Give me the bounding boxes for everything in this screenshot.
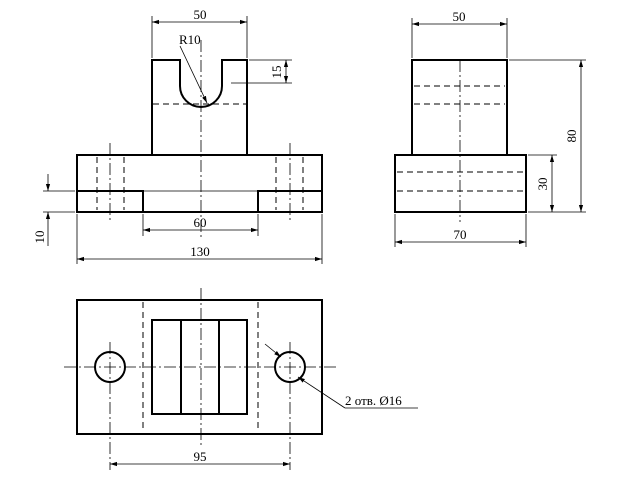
front-radius-leader xyxy=(179,45,208,104)
side-dim-base-width: 70 xyxy=(454,227,467,242)
front-view: 50 R10 15 10 60 130 xyxy=(32,7,323,264)
front-dim-total-width: 130 xyxy=(190,244,210,259)
side-dim-base-height: 30 xyxy=(535,178,550,191)
plan-dim-hole-spacing: 95 xyxy=(194,449,207,464)
side-dim-total-height: 80 xyxy=(564,130,579,143)
front-base-outline xyxy=(76,154,323,213)
front-dim-channel-width: 60 xyxy=(194,215,207,230)
front-dim-radius: R10 xyxy=(179,32,201,47)
front-dim-slot-depth: 15 xyxy=(269,66,284,79)
front-dim-top-width: 50 xyxy=(194,7,207,22)
plan-hole-leader-inner xyxy=(264,343,282,358)
plan-hole-note: 2 отв. Ø16 xyxy=(345,393,402,408)
front-dim-step: 10 xyxy=(32,231,47,244)
plan-view: 2 отв. Ø16 95 xyxy=(64,288,418,470)
side-view: 50 80 30 70 xyxy=(394,9,586,247)
side-dim-top-width: 50 xyxy=(453,9,466,24)
side-upright-outline xyxy=(411,59,508,156)
front-upright-outline xyxy=(151,59,248,155)
side-base-outline xyxy=(394,154,527,213)
plan-base-outline xyxy=(76,299,323,435)
plan-hole-leader xyxy=(297,376,346,409)
front-channel-edges xyxy=(77,190,322,212)
